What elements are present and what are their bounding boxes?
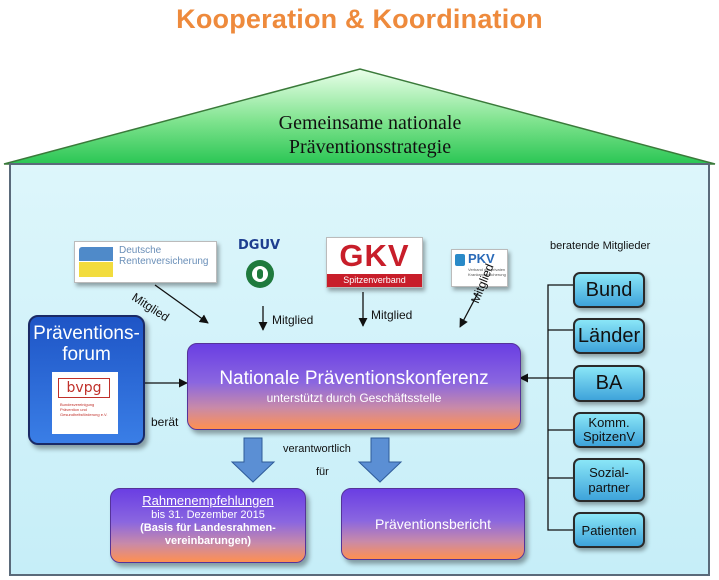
bvpg-text: bvpg [58,378,110,398]
advisor-sozial-line-1: Sozial- [589,465,629,480]
advisor-laender: Länder [573,318,645,354]
gkv-sub: Spitzenverband [327,274,422,287]
drv-logo-text: Deutsche Rentenversicherung [119,245,209,267]
advisor-bund: Bund [573,272,645,308]
advisor-patienten: Patienten [573,512,645,548]
rahmen-title-a: Rahmen [142,493,192,508]
pkv-sub: Verband der privaten Krankenversicherung… [468,267,506,277]
pkv-text: PKV [468,251,495,266]
advisors-heading: beratende Mitglieder [550,240,651,252]
gkv-logo: GKV Spitzenverband [326,237,423,288]
dguv-logo: DGUV [238,238,300,298]
advisor-ba: BA [573,365,645,402]
advisor-patienten-label: Patienten [581,522,637,538]
drv-logo-blue [79,247,113,261]
praeventionsbericht-box: Präventionsbericht [341,488,525,560]
bvpg-sub-3: Gesundheitsförderung e.V. [60,412,108,417]
advisor-sozial-line-2: partner [588,480,630,495]
praeventionskonferenz-box: Nationale Präventionskonferenz unterstüt… [187,343,521,430]
advisor-sozialpartner: Sozial- partner [573,458,645,502]
advisor-laender-label: Länder [577,324,641,347]
roof-line-2: Präventionsstrategie [288,136,452,158]
blue-arrow-left [230,437,276,483]
dguv-seal [246,260,274,288]
bvpg-sub: Bundesvereinigung Prävention und Gesundh… [60,402,107,417]
arrow-pkv [459,292,479,328]
page-title: Kooperation & Koordination [176,4,543,34]
konferenz-title: Nationale Präventionskonferenz [219,368,489,389]
dguv-text: DGUV [238,238,281,253]
drv-line-2: Rentenversicherung [119,256,209,267]
drv-logo: Deutsche Rentenversicherung [74,241,217,283]
verantwortlich-label: verantwortlich [283,443,351,455]
advisor-bracket [547,284,573,531]
arrow-drv [154,284,209,324]
advisor-bund-label: Bund [585,278,633,301]
praeventionsforum-box: Präventions- forum bvpg Bundesvereinigun… [28,315,145,445]
bvpg-sub-2: Prävention und [60,407,87,412]
advisor-komm-line-2: SpitzenV [582,429,636,444]
blue-arrow-right [357,437,403,483]
advisor-ba-label: BA [595,372,623,394]
rahmenempfehlungen-box: Rahmenempfehlungen bis 31. Dezember 2015… [110,488,306,563]
rahmen-line-1: bis 31. Dezember 2015 [151,509,265,521]
rahmen-title: Rahmenempfehlungen [111,493,305,508]
forum-line-2: forum [62,344,111,365]
konferenz-subtitle: unterstützt durch Geschäftsstelle [266,391,442,405]
bericht-title: Präventionsbericht [375,516,491,532]
forum-label: Präventions- forum [30,323,143,365]
mitglied-label-dguv: Mitglied [272,313,314,327]
beraet-label: berät [151,415,179,429]
forum-line-1: Präventions- [33,323,140,344]
advisor-komm-spitzenv: Komm. SpitzenV [573,412,645,448]
drv-line-1: Deutsche [119,245,162,256]
bvpg-sub-1: Bundesvereinigung [60,402,95,407]
gkv-text: GKV [339,238,410,273]
mitglied-label-gkv: Mitglied [371,308,413,322]
drv-logo-yellow [79,262,113,277]
rahmen-line-2: (Basis für Landesrahmen- [140,522,276,534]
roof-label: Gemeinsame nationale Präventionsstrategi… [200,111,540,159]
pkv-logo: PKV Verband der privaten Krankenversiche… [451,249,508,287]
pkv-emblem [455,254,465,266]
roof-line-1: Gemeinsame nationale [278,112,462,134]
bvpg-logo: bvpg Bundesvereinigung Prävention und Ge… [52,372,118,434]
rahmen-title-b: empfehlungen [191,493,274,508]
fuer-label: für [316,466,329,478]
advisor-komm-line-1: Komm. [588,415,630,430]
rahmen-line-3: vereinbarungen) [164,535,252,547]
